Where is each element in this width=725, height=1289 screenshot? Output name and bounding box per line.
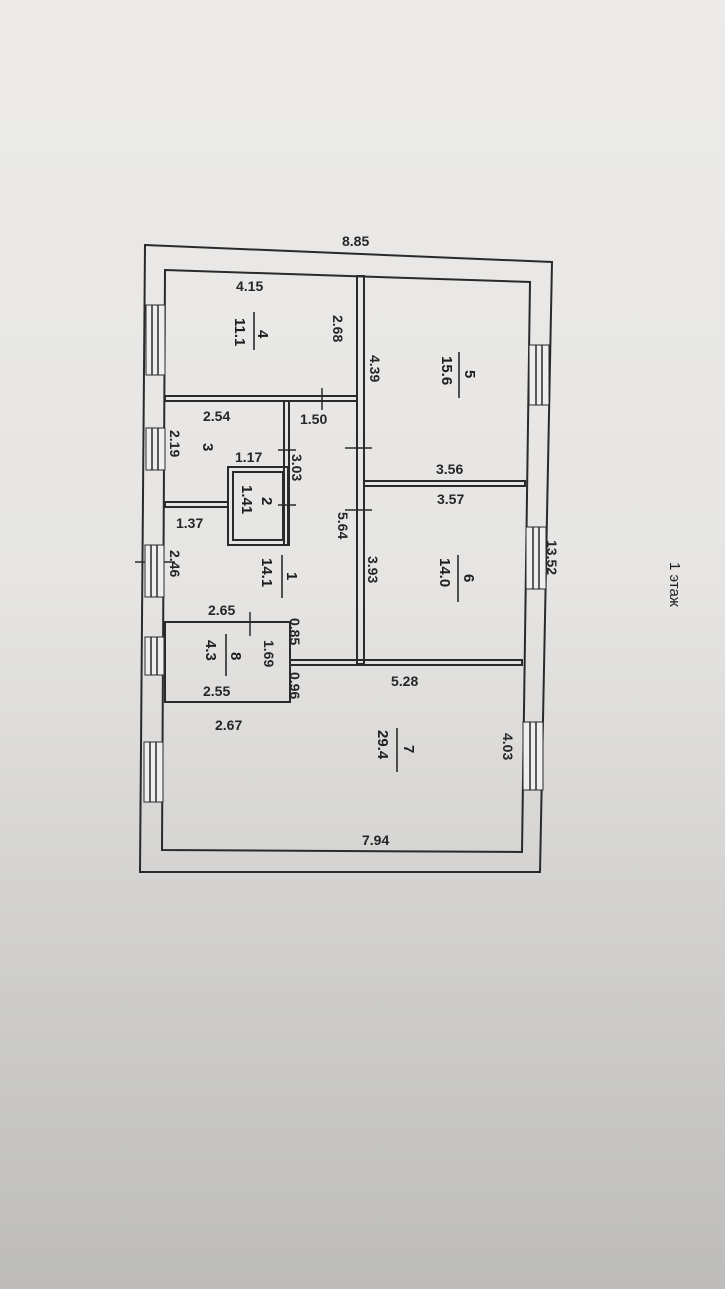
window-icon — [522, 721, 544, 791]
svg-text:1.41: 1.41 — [238, 485, 255, 514]
dim-label: 0.85 — [287, 618, 303, 645]
room-2-label: 2 1.41 — [238, 485, 275, 514]
dim-label: 2.67 — [215, 717, 242, 733]
room-6-label: 6 14.0 — [436, 555, 477, 602]
window-icon — [144, 636, 165, 676]
svg-text:7: 7 — [400, 745, 417, 753]
windows — [143, 304, 550, 803]
room-2-inner — [232, 471, 284, 541]
svg-text:4: 4 — [254, 330, 271, 339]
inner-wall — [160, 268, 532, 854]
dim-outer-length: 13.52 — [544, 540, 560, 575]
svg-text:2: 2 — [258, 497, 275, 505]
dim-label: 2.19 — [167, 430, 183, 457]
svg-text:6: 6 — [460, 574, 477, 582]
wall-room-3-bottom — [164, 501, 229, 508]
wall-rooms-6-7 — [289, 659, 523, 666]
room-4-label: 4 11.1 — [231, 312, 271, 350]
dim-label: 0.96 — [287, 672, 303, 699]
dim-label: 2.46 — [167, 550, 183, 577]
window-icon — [525, 526, 547, 590]
dim-label: 1.69 — [261, 640, 277, 667]
dim-label: 2.54 — [203, 408, 230, 424]
svg-text:4.3: 4.3 — [202, 640, 219, 661]
dim-label: 1.17 — [235, 449, 262, 465]
dim-label: 3.57 — [437, 491, 464, 507]
window-icon — [145, 304, 166, 376]
room-5-label: 5 15.6 — [438, 352, 478, 398]
wall-rooms-4-3 — [164, 395, 358, 402]
dim-label: 4.39 — [367, 355, 383, 382]
dim-label: 2.65 — [208, 602, 235, 618]
svg-text:29.4: 29.4 — [374, 730, 391, 760]
room-7-label: 7 29.4 — [374, 728, 417, 772]
dim-label: 1.37 — [176, 515, 203, 531]
room-1-label: 1 14.1 — [258, 555, 300, 598]
window-icon — [528, 344, 550, 406]
room-8-label: 8 4.3 — [202, 634, 244, 676]
dim-label: 3.93 — [365, 556, 381, 583]
dim-label: 5.28 — [391, 673, 418, 689]
floor-label: 1 этаж — [666, 562, 683, 607]
walls — [135, 243, 554, 873]
dim-label: 2.55 — [203, 683, 230, 699]
svg-text:11.1: 11.1 — [231, 318, 248, 346]
room-8-box — [164, 621, 291, 703]
wall-rooms-4-5 — [356, 275, 365, 665]
dim-label: 3.03 — [289, 454, 305, 481]
svg-text:15.6: 15.6 — [438, 356, 455, 385]
outer-wall — [138, 243, 554, 873]
dim-outer-width: 8.85 — [342, 233, 369, 249]
window-icon — [143, 741, 164, 803]
svg-text:5: 5 — [461, 370, 478, 378]
dim-label: 2.68 — [330, 315, 346, 342]
svg-text:1: 1 — [283, 572, 300, 580]
dim-label: 4.15 — [236, 278, 263, 294]
dim-label: 5.64 — [335, 512, 351, 539]
dim-label: 1.50 — [300, 411, 327, 427]
svg-text:14.0: 14.0 — [436, 558, 453, 587]
dim-label: 3.56 — [436, 461, 463, 477]
svg-text:8: 8 — [227, 652, 244, 660]
svg-text:14.1: 14.1 — [258, 558, 275, 587]
room-3-label: 3 — [199, 443, 216, 451]
dim-label: 4.03 — [500, 733, 516, 760]
window-icon — [145, 427, 166, 471]
wall-rooms-5-6 — [363, 480, 526, 487]
window-icon — [144, 544, 165, 598]
room-2-box — [227, 466, 289, 546]
dim-label: 7.94 — [362, 832, 389, 848]
